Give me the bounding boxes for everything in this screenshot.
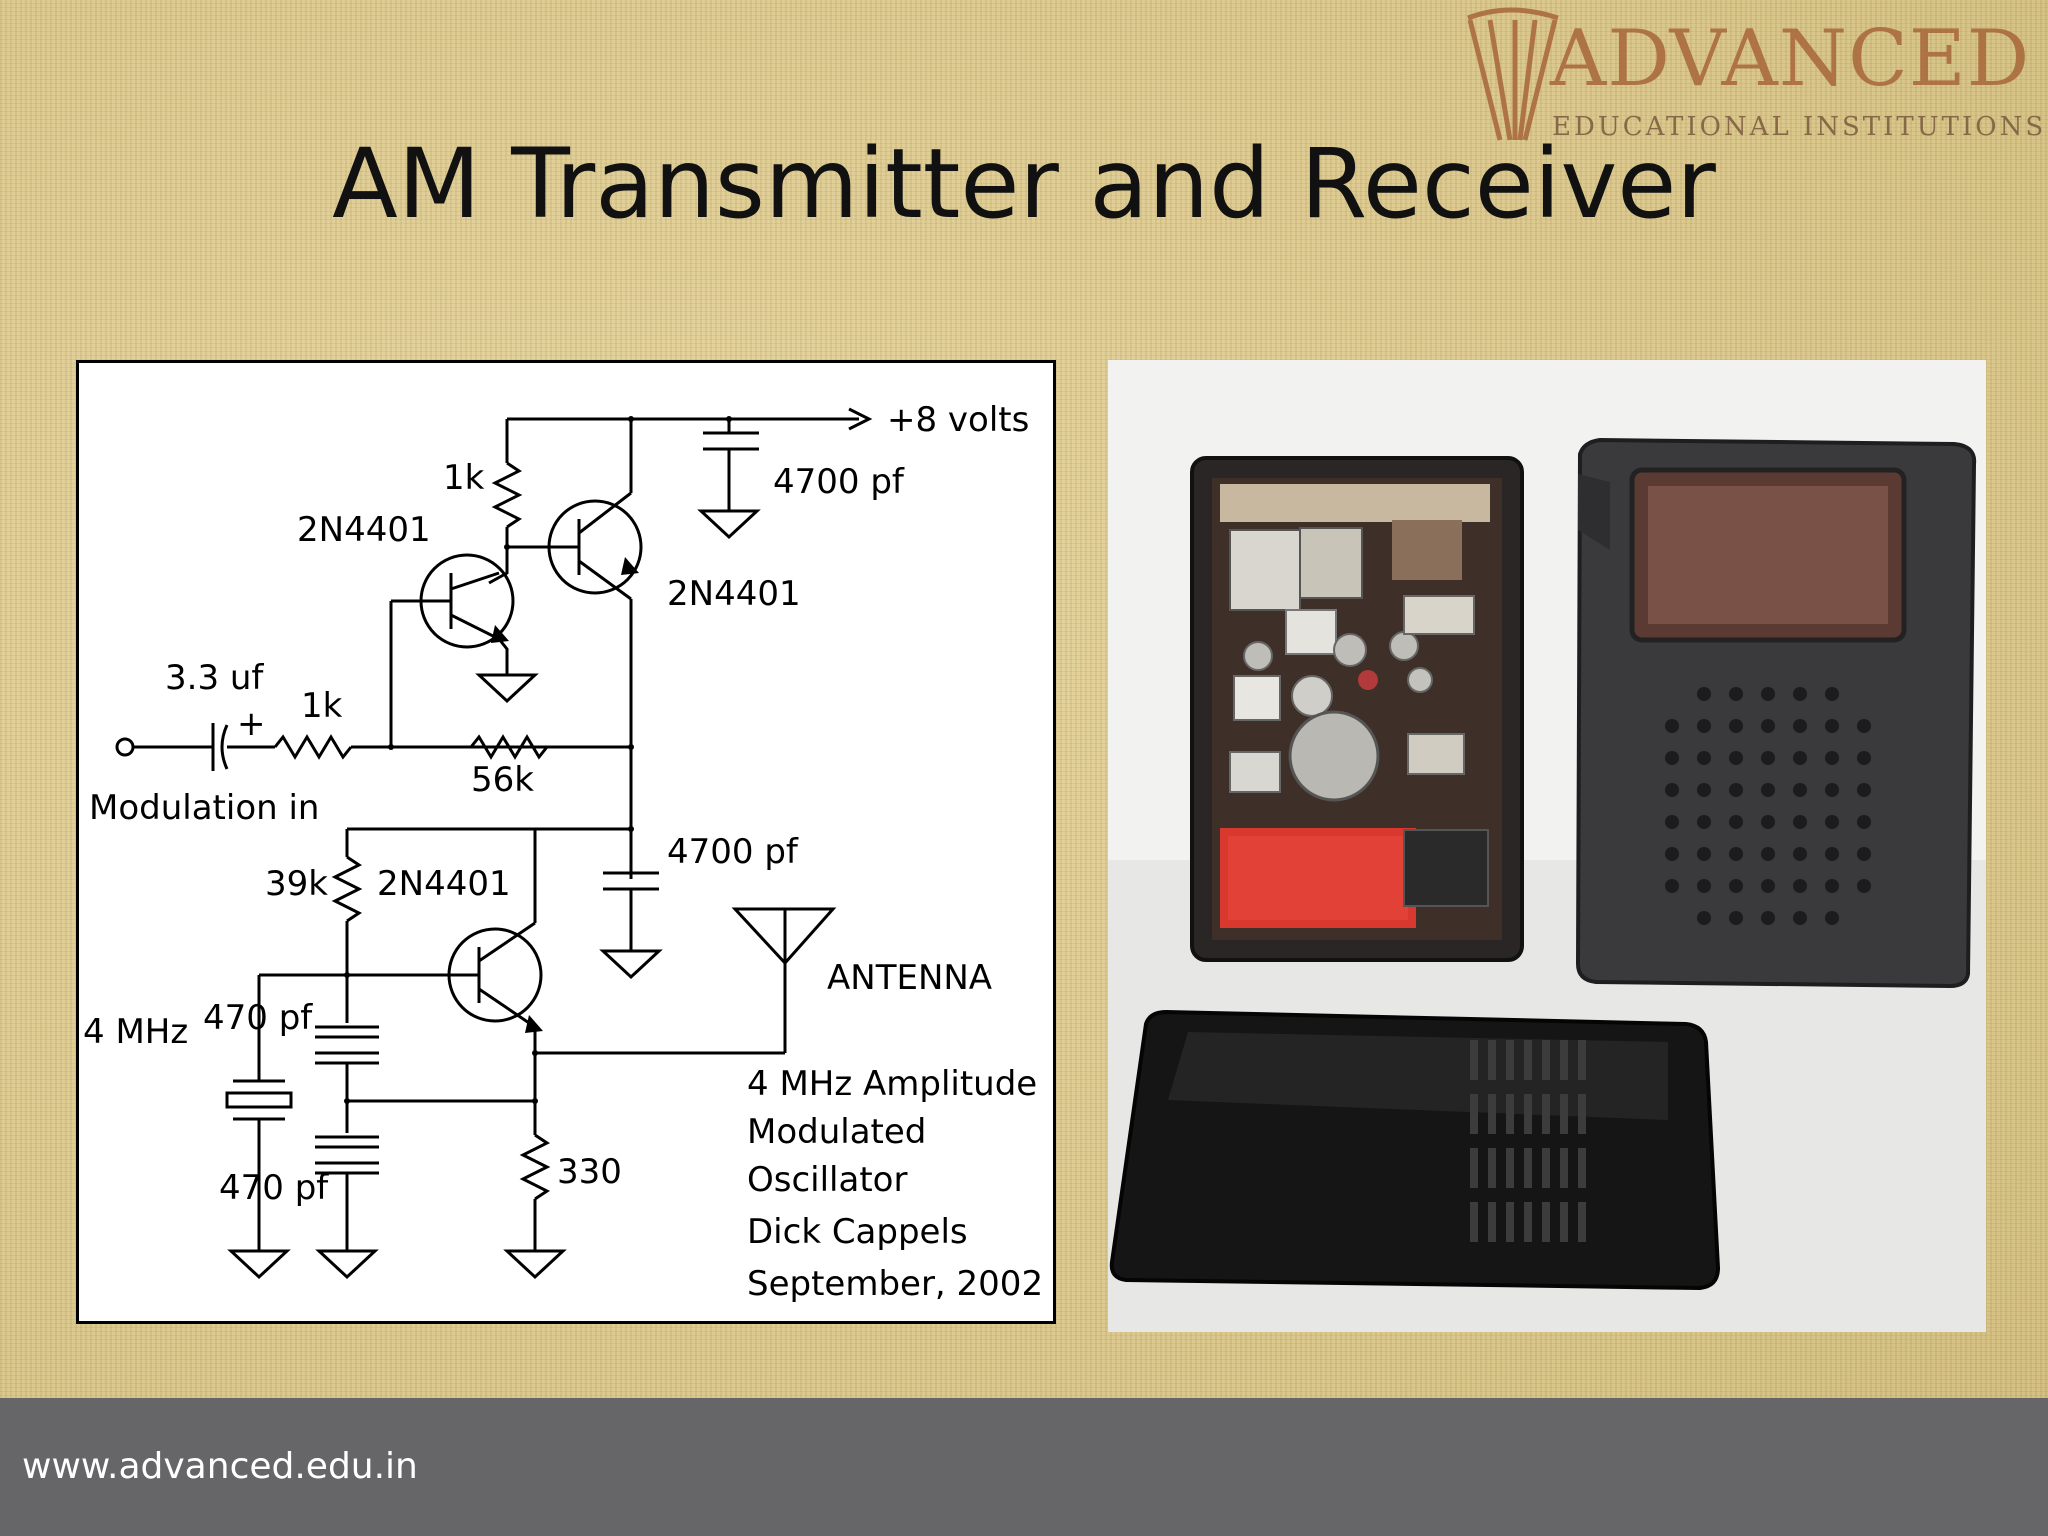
label-q1: 2N4401 [297, 510, 431, 550]
supply-arrow [848, 407, 873, 431]
label-c-in-plus: + [237, 704, 266, 744]
ground-cap-top [697, 509, 761, 540]
institution-logo: ADVANCED EDUCATIONAL INSTITUTIONS [1460, 0, 2048, 150]
label-r-fb: 56k [471, 760, 534, 800]
caption-line-3: Oscillator [747, 1160, 907, 1200]
circuit-schematic: +8 volts 4700 pf 1k 2N4401 2N4401 3.3 uf… [76, 360, 1056, 1324]
caption-line-4: Dick Cappels [747, 1212, 968, 1252]
label-r-in: 1k [301, 686, 343, 726]
resistor-1k-top [491, 461, 523, 529]
cover-grille [1470, 1040, 1586, 1242]
label-c1: 470 pf [203, 998, 313, 1038]
label-antenna: ANTENNA [827, 958, 992, 998]
label-cap-mid: 4700 pf [667, 832, 799, 872]
label-c2: 470 pf [219, 1168, 329, 1208]
label-c-in: 3.3 uf [165, 658, 264, 698]
ground-cap-mid [599, 949, 663, 980]
caption-line-1: 4 MHz Amplitude [747, 1064, 1037, 1104]
tuning-capacitor [1288, 710, 1380, 802]
case-speaker-holes [1665, 687, 1871, 925]
radio-photo [1108, 360, 1986, 1332]
label-crystal: 4 MHz [83, 1012, 188, 1052]
resistor-1k-input [273, 734, 353, 760]
logo-torch-icon [1467, 7, 1559, 141]
ground-330 [503, 1249, 567, 1280]
logo-subtitle: EDUCATIONAL INSTITUTIONS [1552, 112, 2047, 142]
cap-input-plates [211, 723, 229, 771]
footer-bar: www.advanced.edu.in [0, 1398, 2048, 1536]
radio-illustration [1108, 437, 1986, 1332]
label-input: Modulation in [89, 788, 319, 828]
ground-crystal [227, 1249, 291, 1280]
label-cap-top: 4700 pf [773, 462, 905, 502]
schematic-drawing: +8 volts 4700 pf 1k 2N4401 2N4401 3.3 uf… [83, 400, 1043, 1304]
label-r-e: 330 [557, 1152, 622, 1192]
logo-brand: ADVANCED [1550, 14, 2031, 104]
crystal-4mhz [225, 1079, 293, 1121]
resistor-330 [519, 1133, 551, 1201]
caption-line-5: September, 2002 [747, 1264, 1043, 1304]
cap-470pf-2 [315, 1135, 379, 1175]
label-r-bias: 39k [265, 864, 328, 904]
footer-url: www.advanced.edu.in [22, 1446, 418, 1487]
cap-top-plates [703, 431, 759, 451]
label-supply: +8 volts [887, 400, 1029, 440]
cap-470pf-1 [315, 1025, 379, 1065]
caption-line-2: Modulated [747, 1112, 926, 1152]
input-terminal [115, 737, 135, 757]
slide-title: AM Transmitter and Receiver [332, 128, 1716, 240]
label-r-top: 1k [443, 458, 485, 498]
ground-q1 [475, 673, 539, 704]
label-q3: 2N4401 [377, 864, 511, 904]
label-q2: 2N4401 [667, 574, 801, 614]
ground-c2 [315, 1249, 379, 1280]
resistor-56k [469, 734, 549, 760]
resistor-39k [331, 855, 363, 923]
